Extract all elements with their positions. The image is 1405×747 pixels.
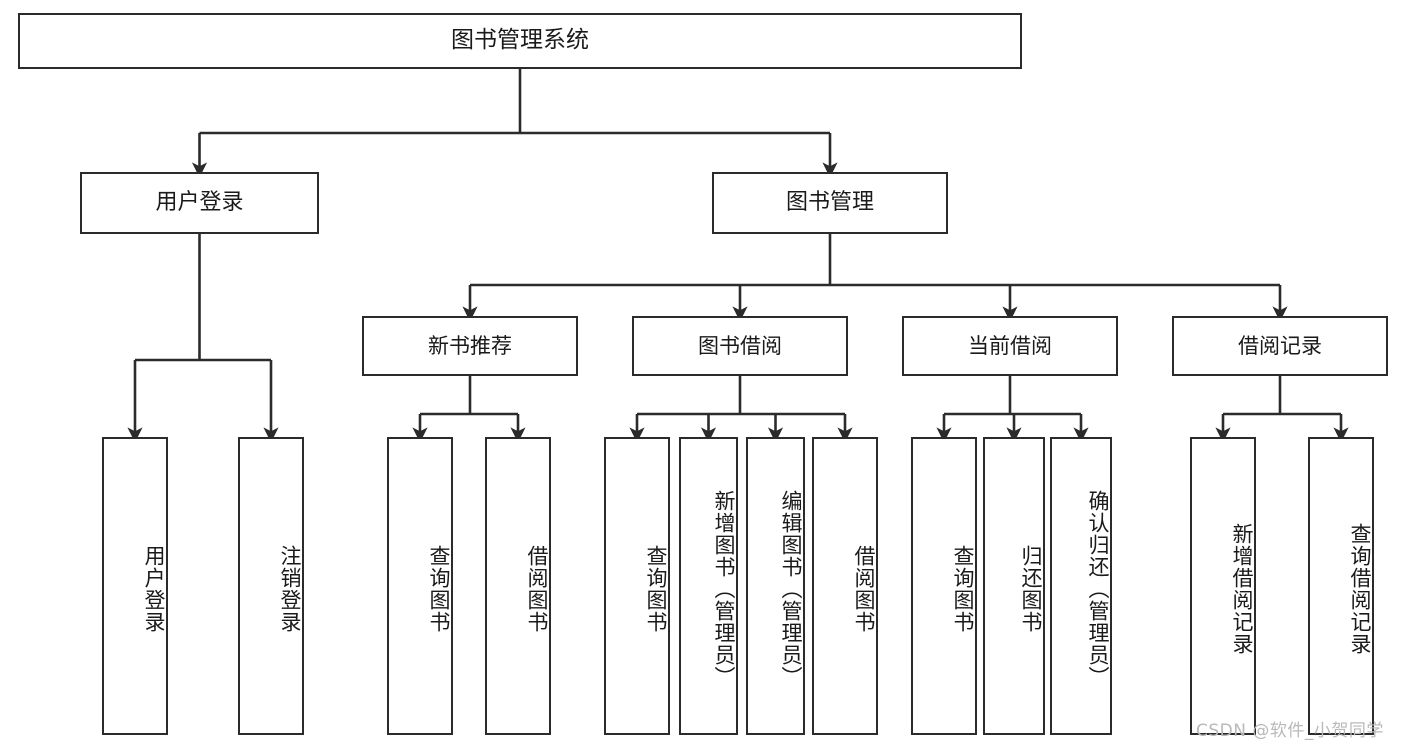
node-leaf-logout-login-label: 注销登录 bbox=[278, 545, 302, 633]
node-leaf-query-borrow-record-label: 查询借阅记录 bbox=[1348, 523, 1372, 655]
node-current-borrow[interactable]: 当前借阅 bbox=[902, 316, 1118, 376]
node-borrow-record-label: 借阅记录 bbox=[1238, 333, 1322, 358]
node-leaf-logout-login[interactable]: 注销登录 bbox=[238, 437, 304, 735]
csdn-watermark: CSDN @软件_小贺同学 bbox=[1196, 721, 1384, 741]
node-leaf-query-book-2-label: 查询图书 bbox=[644, 545, 668, 633]
node-leaf-borrow-book-2[interactable]: 借阅图书 bbox=[812, 437, 878, 735]
node-leaf-edit-book-admin[interactable]: 编辑图书（管理员） bbox=[746, 437, 805, 735]
node-leaf-user-login-label: 用户登录 bbox=[142, 545, 166, 633]
node-leaf-add-borrow-record-label: 新增借阅记录 bbox=[1230, 523, 1254, 655]
node-leaf-query-book-1-label: 查询图书 bbox=[427, 545, 451, 633]
node-leaf-borrow-book-1-label: 借阅图书 bbox=[525, 545, 549, 633]
node-root[interactable]: 图书管理系统 bbox=[18, 13, 1022, 69]
node-leaf-add-book-admin[interactable]: 新增图书（管理员） bbox=[679, 437, 738, 735]
node-leaf-add-book-admin-label: 新增图书（管理员） bbox=[712, 490, 736, 688]
node-book-management-label: 图书管理 bbox=[785, 190, 874, 216]
node-leaf-query-borrow-record[interactable]: 查询借阅记录 bbox=[1308, 437, 1374, 735]
node-leaf-query-book-2[interactable]: 查询图书 bbox=[604, 437, 670, 735]
node-leaf-borrow-book-1[interactable]: 借阅图书 bbox=[485, 437, 551, 735]
node-leaf-query-book-3[interactable]: 查询图书 bbox=[911, 437, 977, 735]
node-book-management[interactable]: 图书管理 bbox=[712, 172, 948, 234]
node-leaf-user-login[interactable]: 用户登录 bbox=[102, 437, 168, 735]
node-leaf-return-book[interactable]: 归还图书 bbox=[983, 437, 1045, 735]
node-borrow-record[interactable]: 借阅记录 bbox=[1172, 316, 1388, 376]
node-user-login[interactable]: 用户登录 bbox=[80, 172, 319, 234]
node-leaf-confirm-return-admin[interactable]: 确认归还（管理员） bbox=[1050, 437, 1112, 735]
node-book-borrow[interactable]: 图书借阅 bbox=[632, 316, 848, 376]
node-leaf-query-book-3-label: 查询图书 bbox=[951, 545, 975, 633]
node-new-book-recommend[interactable]: 新书推荐 bbox=[362, 316, 578, 376]
node-user-login-label: 用户登录 bbox=[155, 190, 244, 216]
node-leaf-edit-book-admin-label: 编辑图书（管理员） bbox=[779, 490, 803, 688]
node-current-borrow-label: 当前借阅 bbox=[968, 333, 1052, 358]
node-new-book-recommend-label: 新书推荐 bbox=[428, 333, 512, 358]
node-leaf-confirm-return-admin-label: 确认归还（管理员） bbox=[1086, 490, 1110, 688]
node-leaf-query-book-1[interactable]: 查询图书 bbox=[387, 437, 453, 735]
node-leaf-return-book-label: 归还图书 bbox=[1019, 545, 1043, 633]
node-book-borrow-label: 图书借阅 bbox=[698, 333, 782, 358]
node-leaf-add-borrow-record[interactable]: 新增借阅记录 bbox=[1190, 437, 1256, 735]
node-leaf-borrow-book-2-label: 借阅图书 bbox=[852, 545, 876, 633]
node-root-label: 图书管理系统 bbox=[451, 27, 589, 54]
